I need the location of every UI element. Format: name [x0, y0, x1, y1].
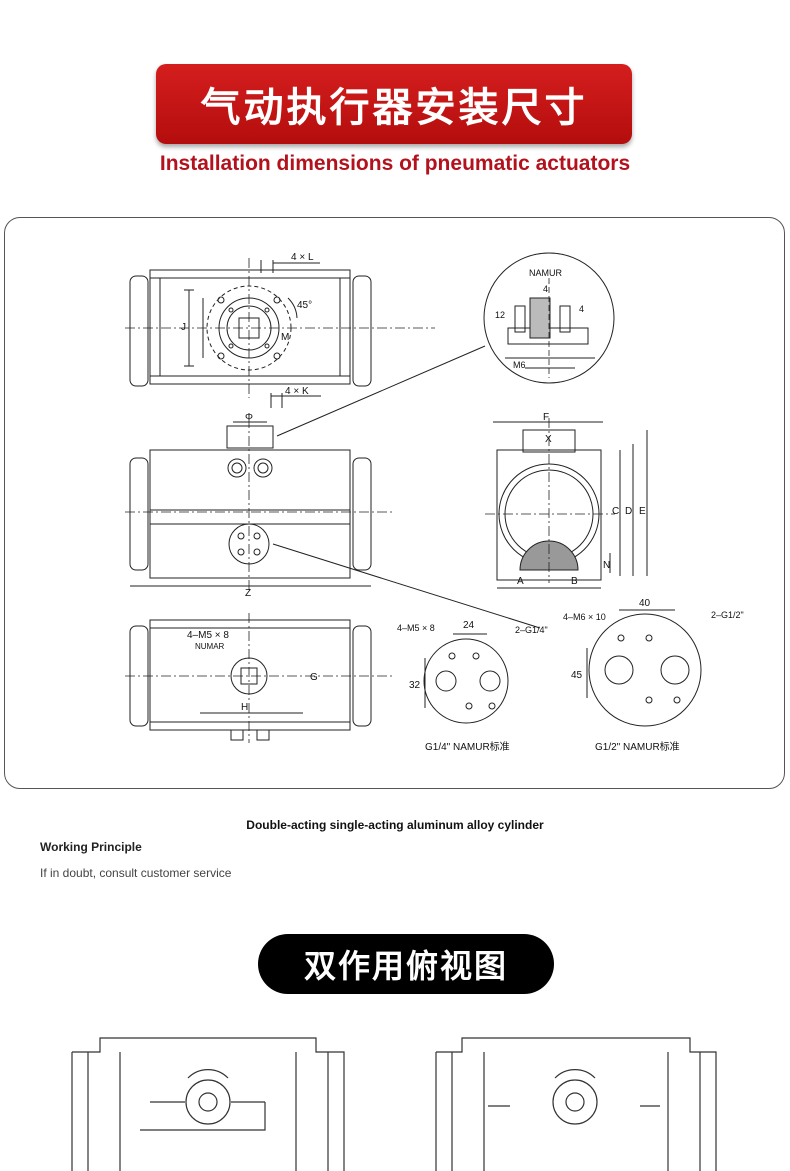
dim-m6-label: M6 [513, 360, 526, 370]
dim-4-top-label: 4 [543, 284, 548, 294]
std-g12-label: G1/2" NAMUR标准 [595, 741, 680, 753]
section-title: 双作用俯视图 [303, 947, 508, 985]
dim-4-right-label: 4 [579, 304, 584, 314]
page-title: 气动执行器安装尺寸 [200, 85, 588, 131]
dim-g-label: G [310, 672, 318, 683]
actuator-left [71, 1037, 345, 1171]
drawing-caption: Double-acting single-acting aluminum all… [246, 818, 544, 832]
dim-24-label: 24 [463, 620, 475, 631]
namur-label: NAMUR [529, 268, 562, 278]
dim-4xk-label: 4 × K [285, 386, 309, 397]
side-view [485, 418, 648, 589]
dimension-drawing: 4 × L 4 × K 45° J M NAMUR 4 4 12 M6 [125, 252, 744, 753]
dim-4m6x10-label: 4–M6 × 10 [563, 612, 606, 622]
dim-45-label: 45° [297, 300, 312, 311]
dim-a-label: A [517, 576, 524, 587]
dim-4m5x8-label: 4–M5 × 8 [187, 630, 229, 641]
std-g14-label: G1/4" NAMUR标准 [425, 741, 510, 753]
bottom-view [125, 613, 395, 743]
dim-j-label: J [181, 322, 186, 333]
section-title-pill: 双作用俯视图 [258, 934, 554, 994]
title-banner: 气动执行器安装尺寸 [156, 64, 632, 144]
dimension-drawing-panel: 4 × L 4 × K 45° J M NAMUR 4 4 12 M6 [4, 217, 785, 789]
dim-numar-label: NUMAR [195, 642, 225, 651]
dim-b-label: B [571, 576, 578, 587]
dim-n-label: N [603, 560, 610, 571]
working-principle-heading: Working Principle [40, 840, 142, 854]
dim-4m5x8-flange-label: 4–M5 × 8 [397, 623, 435, 633]
top-view [125, 258, 435, 408]
dim-c-label: C [612, 506, 619, 517]
dim-m-label: M [281, 332, 289, 343]
dim-2g14-label: 2–G1/4" [515, 625, 548, 635]
dim-12-label: 12 [495, 310, 505, 320]
g12-flange [586, 609, 702, 727]
dim-40-label: 40 [639, 598, 651, 609]
dim-d-label: D [625, 506, 632, 517]
dim-phi-label: Φ [245, 412, 253, 423]
actuator-right [435, 1037, 717, 1171]
dim-h-label: H [241, 702, 248, 713]
dim-z-label: Z [245, 588, 251, 599]
dim-2g12-label: 2–G1/2" [711, 610, 744, 620]
page-subtitle: Installation dimensions of pneumatic act… [159, 152, 631, 175]
double-acting-diagram [71, 1037, 717, 1171]
dim-32-label: 32 [409, 680, 421, 691]
dim-e-label: E [639, 506, 646, 517]
namur-detail [483, 252, 615, 384]
dim-f-label: F [543, 412, 549, 423]
dim-x-label: X [545, 434, 552, 445]
front-view [125, 418, 395, 593]
consult-note: If in doubt, consult customer service [40, 866, 232, 880]
g14-flange [423, 633, 509, 724]
dim-4xl-label: 4 × L [291, 252, 314, 263]
dim-45b-label: 45 [571, 670, 583, 681]
